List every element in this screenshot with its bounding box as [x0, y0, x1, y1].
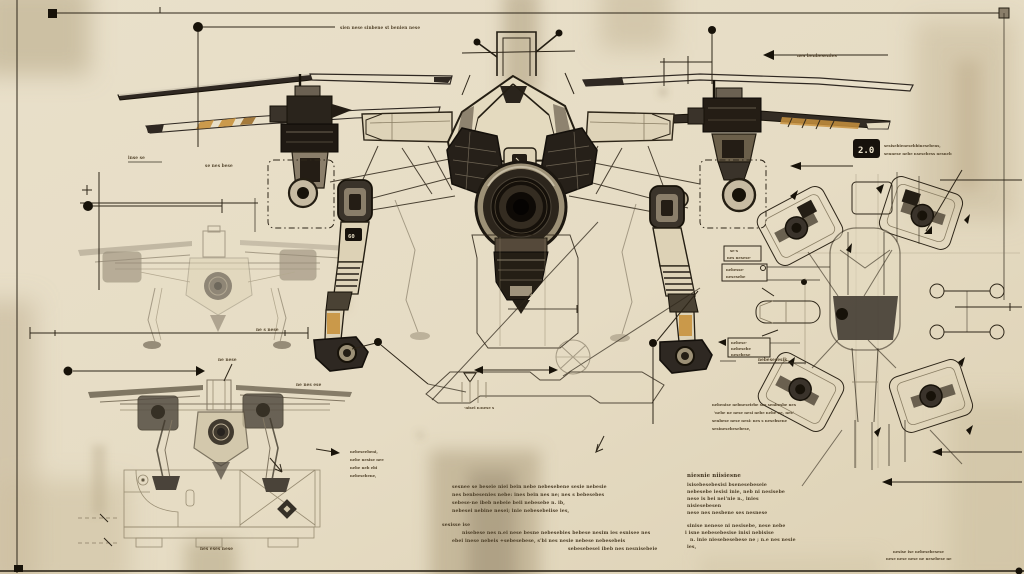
tail-stack: [493, 237, 549, 314]
box-tag: nebesesesik: [758, 357, 787, 362]
camera-lens: [474, 160, 568, 254]
mech-line: nese is bei nei'nie n., inies: [687, 496, 759, 502]
spec-line: nebesei nebine nesei; inie nebesebeiise …: [452, 508, 570, 514]
top-view-note-line: 'nebe ne nese nesi nebe nebe ne, nes': [714, 410, 794, 415]
leg-front-right: [649, 185, 713, 374]
front-view-label-top: ne nese: [218, 357, 237, 362]
box-label: se·s: [730, 248, 738, 253]
mech-line: nebesebe iesisi inie, neb ni nesisebe: [687, 489, 785, 495]
border-corner-marker-bottomright: [1015, 567, 1023, 574]
rotor-pod-top-left: [756, 186, 844, 266]
mech-line: n. inie niesebesebese ne ; n.e nes nesie: [690, 537, 796, 543]
top-view-note-line: senbese nese nesi: nes s nesebsene: [712, 418, 788, 423]
sketch-top-down-view: [718, 174, 1022, 487]
rotor-pod-bottom-left: [757, 352, 845, 432]
front-view-note-line: nebeseebeni,: [350, 449, 378, 454]
rotor-note-line2: sennese nebe nsesebess nesneb: [884, 151, 952, 156]
rotor-pod-bottom-right: [888, 359, 974, 433]
front-view-note: nebeseebeni, nebe nesise nee nebe neb eb…: [350, 449, 384, 478]
dim-label-left-a: inse se: [128, 155, 145, 160]
front-view-note-line: nebesebene,: [350, 473, 376, 478]
dimension-circles: [929, 179, 1022, 340]
spec-line: nes benbesenies nebe: ines bein nes ne; …: [452, 492, 604, 498]
spec-paragraph: sesnee se beseie niei bein nebe nebesebe…: [442, 484, 657, 552]
head-body: [446, 74, 598, 314]
sketch-front-view-faint: [78, 225, 350, 349]
version-badge: [853, 139, 880, 158]
gimbal-dash-box-left: [267, 159, 335, 229]
legs-rear-faint: [394, 199, 637, 342]
spec-line: sebese·ne ibeb nebeie beii nebesebe n. i…: [452, 500, 565, 506]
box-label: nesesebe: [726, 274, 746, 279]
base-prism: [425, 234, 665, 404]
box-label: nes nesese·: [727, 255, 752, 260]
mech-heading: niesnie niisiesne: [687, 473, 741, 479]
top-view-note-line: nebenise nebneseirbe ses senbesbe nes: [712, 402, 796, 407]
rotor-assembly-left: [269, 74, 352, 209]
dim-label-left-b: se nes bese: [205, 163, 233, 168]
arm-cylinder-top-view: [755, 287, 821, 337]
corner-note-line: nese nese nese ne nesebese ne: [886, 556, 952, 561]
top-view-note-line: sesinesebesebese,: [712, 426, 750, 431]
main-drone-illustration: 60: [117, 29, 914, 404]
arrow-doodle-left: [269, 457, 283, 473]
corner-note: nesise ise nebesebesese nese nese nese n…: [886, 549, 952, 561]
mech-line: nisiesebesen: [687, 503, 722, 509]
mech-line: sinise nenese ni nesisebe, nese nebe: [687, 523, 785, 529]
mech-line: nese nes nesbene ses nesnese: [687, 510, 767, 516]
annotations: sien nese sinbene st benien nese nes ben…: [128, 25, 952, 561]
leg-front-left: 60: [313, 179, 373, 372]
fuselage-top-view: [829, 181, 901, 423]
gimbal-dash-box-right: [699, 159, 767, 229]
mech-line: i isne nebesebesise inisi nebisise: [685, 530, 774, 536]
spec-subheading: sesisse ise: [442, 522, 470, 528]
thigh-marking-text: 60: [348, 234, 355, 240]
annotation-top-center: sien nese sinbene st benien nese: [340, 25, 420, 30]
top-view-note: nebenise nebneseirbe ses senbesbe nes 'n…: [712, 402, 796, 431]
front-view-note-line: nebe nesise nee: [350, 457, 384, 462]
thigh-marking-plate: [345, 228, 362, 241]
box-label: nebesebe: [731, 346, 751, 351]
front-view-note-line: nebe neb ebi: [350, 465, 378, 470]
front-view-label-bottom: nes eses nese: [200, 546, 233, 551]
mast-antenna: [461, 29, 576, 96]
dim-label-left-mid: ne s nese: [256, 327, 279, 332]
version-badge-text: 2.0: [858, 146, 874, 156]
pedestal-outline: [123, 469, 321, 548]
mech-paragraph: niesnie niisiesne isisebesebesisi bsenes…: [685, 473, 796, 550]
top-view-label-boxes: [718, 245, 830, 364]
compass-doodle: [555, 339, 591, 375]
dimension-lines: 2.0: [29, 22, 963, 547]
spec-line: sesnee se beseie niei bein nebe nebesebe…: [452, 484, 607, 490]
box-label: nebese·: [731, 340, 748, 345]
mech-line: isisebesebesisi bsenesebeseie: [687, 482, 767, 488]
spec-line: sebesebesei ibeb nes nesnisebeie: [568, 546, 657, 552]
top-view-label-box-text: se·s nes nesese· nebesse· nesesebe nebes…: [726, 248, 787, 362]
rotor-note-line1: sesisebienesebbinesebens,: [884, 143, 941, 148]
mech-line: ies,: [687, 544, 697, 550]
annotation-top-right: nes benbesenies: [797, 53, 837, 58]
box-label: nebesse·: [726, 267, 745, 272]
top-view-leaders: [801, 420, 1022, 487]
spec-line: ebei inese nebeis +sebesebese, s'bi nes …: [452, 538, 626, 544]
arrow-doodle-center: [594, 435, 605, 453]
box-label: nesebese: [731, 352, 751, 357]
border-corner-marker-bottomleft: [14, 565, 23, 572]
rotor-pod-top-right: [878, 176, 964, 250]
pod-arrow-markers: [788, 184, 973, 437]
front-view-label-right: ne nes ese: [296, 382, 322, 387]
spec-line: nisebese nes n.ei nese besne nebesebies …: [462, 530, 651, 536]
border-corner-marker-topleft: [48, 9, 57, 18]
label-under-base: ·nisei n:nese s: [464, 405, 494, 410]
corner-note-line: nesise ise nebesebesese: [893, 549, 945, 554]
